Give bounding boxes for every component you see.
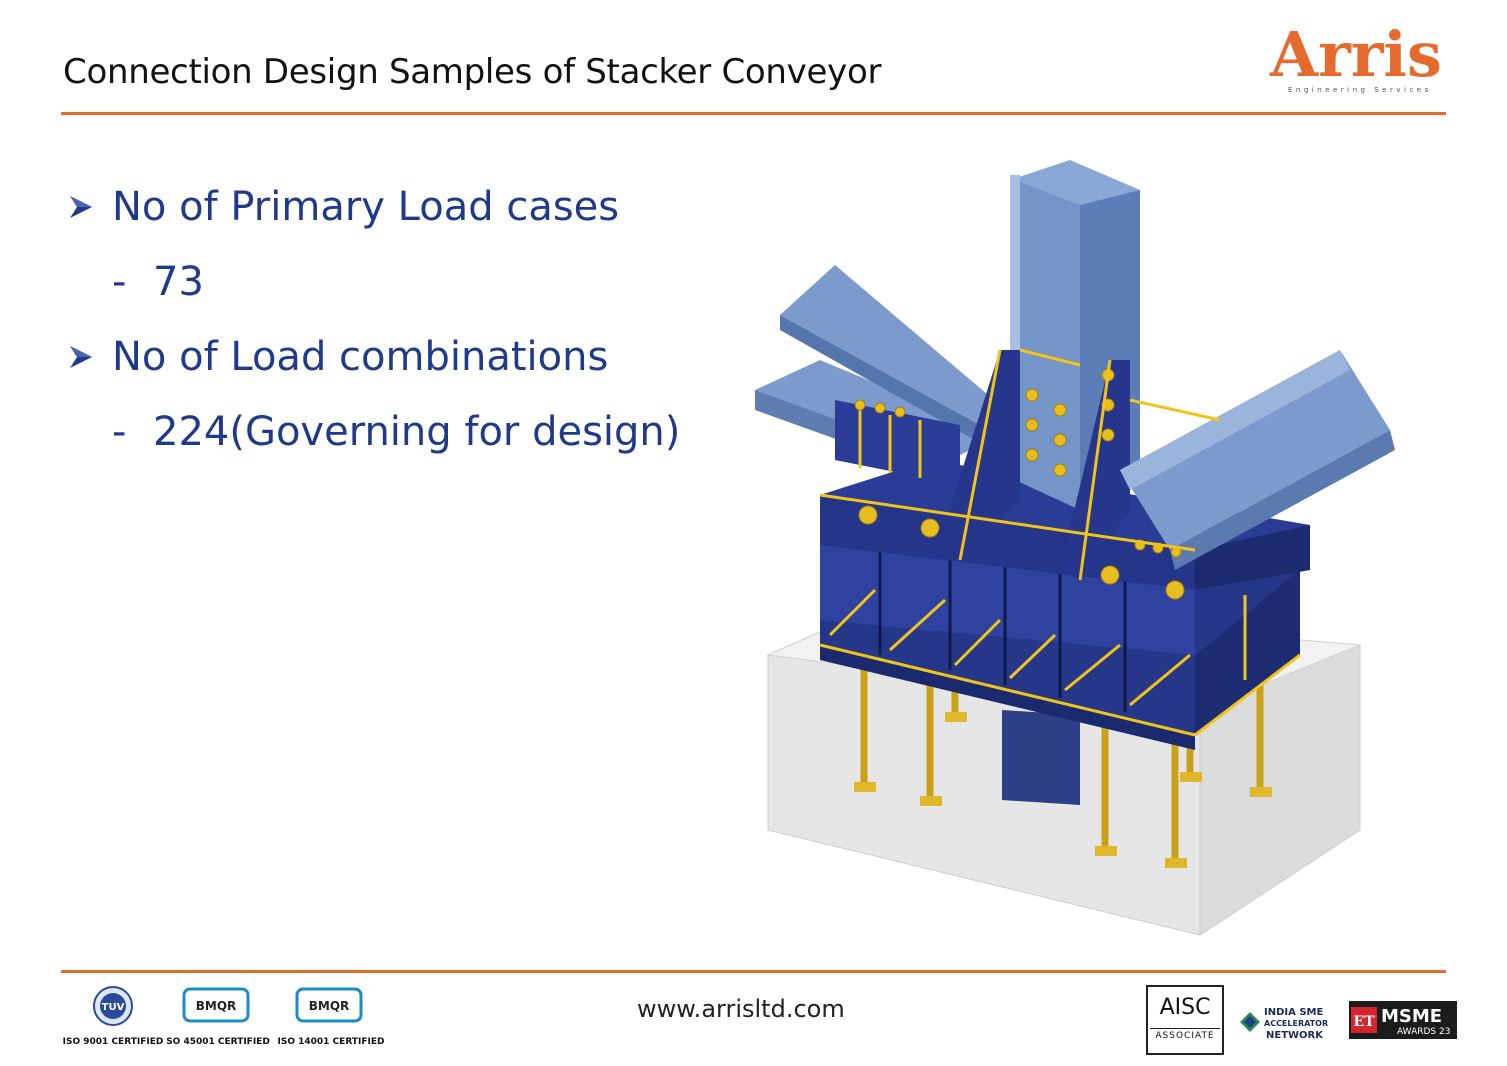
- tuv-logo-text: TUV: [102, 1002, 125, 1013]
- header-rule: [61, 112, 1446, 115]
- dash-marker: -: [112, 409, 127, 455]
- bmqr-logo-text: BMQR: [309, 999, 350, 1013]
- aisc-text: AISC: [1159, 995, 1211, 1020]
- tuv-logo-icon: TUV: [93, 986, 133, 1026]
- cert-caption: ISO 14001 CERTIFIED: [277, 1037, 385, 1047]
- cert-caption: SO 45001 CERTIFIED: [166, 1037, 270, 1047]
- awards-text: AWARDS 23: [1397, 1027, 1450, 1037]
- bmqr-certification-14001: BMQR ISO 14001 CERTIFIED: [276, 985, 386, 1047]
- isme-line3: NETWORK: [1266, 1030, 1324, 1041]
- india-sme-network-logo: INDIA SME ACCELERATOR NETWORK: [1240, 1007, 1328, 1041]
- bmqr-certification-45001: BMQR SO 45001 CERTIFIED: [163, 985, 273, 1047]
- bmqr-logo-text: BMQR: [196, 999, 237, 1013]
- bullet-text: No of Load combinations: [112, 334, 609, 380]
- sub-bullet-text: 73: [153, 259, 204, 305]
- dash-marker: -: [112, 259, 127, 305]
- aisc-subtext: ASSOCIATE: [1155, 1031, 1215, 1041]
- tuv-certification: TUV ISO 9001 CERTIFIED: [58, 985, 168, 1047]
- bmqr-logo-icon: BMQR: [295, 987, 363, 1023]
- sub-bullet-text: 224(Governing for design): [153, 409, 681, 455]
- left-bracket: [835, 400, 960, 485]
- arrow-right-icon: [70, 346, 92, 368]
- website-link[interactable]: www.arrisltd.com: [637, 995, 845, 1023]
- et-badge: [1351, 1007, 1377, 1033]
- shear-key: [1002, 710, 1080, 805]
- msme-text: MSME: [1381, 1006, 1442, 1027]
- et-msme-awards-logo: ET MSME AWARDS 23: [1349, 1001, 1457, 1039]
- welds: [819, 348, 1221, 581]
- bolts: [854, 368, 1185, 600]
- steel-connection-illustration: [755, 160, 1395, 936]
- bullet-text: No of Primary Load cases: [112, 184, 620, 230]
- footer-rule: [61, 970, 1446, 973]
- arrow-right-icon: [70, 196, 92, 218]
- right-beam: [1120, 350, 1395, 570]
- bmqr-logo-icon: BMQR: [182, 987, 250, 1023]
- aisc-associate-badge: AISC ASSOCIATE: [1146, 985, 1224, 1055]
- logo-wordmark: Arris: [1269, 18, 1442, 91]
- aisc-divider: [1150, 1028, 1220, 1029]
- logo-tagline: Engineering Services: [1288, 86, 1432, 94]
- et-text: ET: [1353, 1014, 1375, 1030]
- isme-line2: ACCELERATOR: [1264, 1019, 1328, 1028]
- slide-title: Connection Design Samples of Stacker Con…: [63, 52, 882, 92]
- isme-line1: INDIA SME: [1264, 1007, 1323, 1018]
- arris-logo: Arris Engineering Services: [1269, 18, 1442, 94]
- cert-caption: ISO 9001 CERTIFIED: [62, 1037, 164, 1047]
- anchor-plates: [854, 712, 1272, 868]
